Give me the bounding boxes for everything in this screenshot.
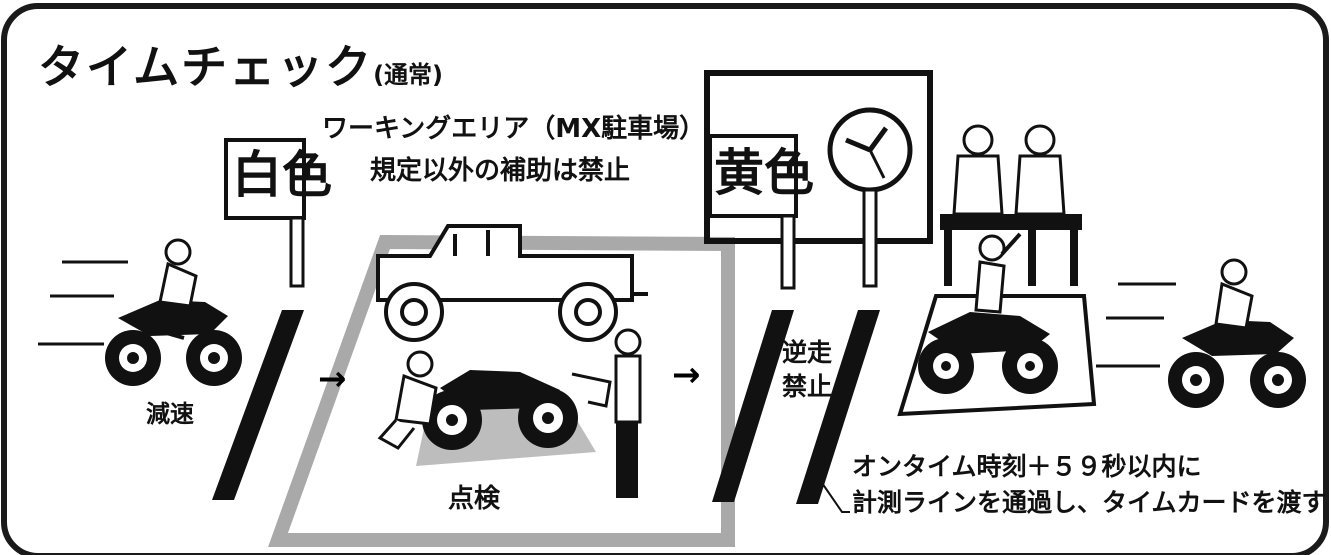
yellow-sign-text: 黄色 — [714, 144, 814, 202]
work-area-boundary — [268, 234, 735, 547]
outer-frame — [1, 3, 1329, 555]
crouching-mechanic — [377, 350, 438, 450]
inspection-motorcycle — [422, 370, 578, 450]
arrow-right-icon: → — [672, 355, 701, 395]
yellow-line-1 — [712, 310, 794, 502]
no-reverse-label-2: 禁止 — [782, 372, 833, 401]
highlight-box — [704, 70, 933, 244]
title-main: タイムチェック — [38, 40, 374, 94]
decelerate-label: 減速 — [146, 400, 194, 428]
title-sub: (通常) — [373, 61, 444, 89]
pickup-truck — [376, 224, 648, 342]
page-title: タイムチェック(通常) — [38, 44, 443, 90]
motorcycle-rider-desk — [918, 232, 1058, 394]
motorcycle-rider-right — [1168, 258, 1306, 408]
timing-note-line-1: オンタイム時刻＋５９秒以内に — [852, 452, 1202, 481]
note-leader — [819, 479, 850, 513]
motorcycle-rider-left — [105, 238, 242, 386]
inspection-label: 点検 — [448, 484, 501, 514]
no-reverse-label-1: 逆走 — [782, 338, 833, 367]
standing-official — [571, 328, 642, 498]
white-sign-text: 白色 — [232, 146, 332, 204]
white-sign-board — [224, 138, 306, 288]
yellow-line-2 — [796, 310, 880, 504]
timing-note-line-2: 計測ラインを通過し、タイムカードを渡す — [852, 488, 1327, 517]
yellow-sign-board — [708, 134, 798, 290]
work-area-rule: 規定以外の補助は禁止 — [370, 156, 631, 186]
work-area-label: ワーキングエリア（MX駐車場） — [322, 114, 706, 144]
clock-icon — [827, 107, 913, 288]
time-check-desk — [940, 124, 1082, 286]
arrow-right-icon: → — [318, 359, 347, 399]
white-line — [212, 310, 304, 500]
speed-lines-right — [1096, 282, 1176, 368]
speed-lines-left — [38, 260, 128, 346]
